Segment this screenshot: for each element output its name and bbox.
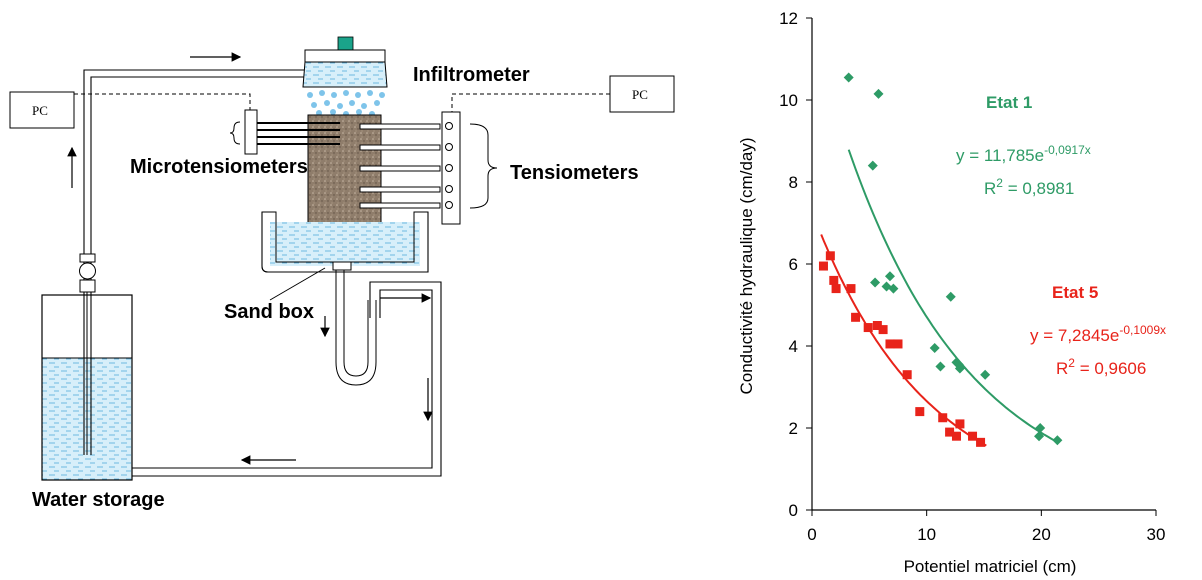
data-point-etat-5 bbox=[872, 321, 882, 330]
data-point-etat-5 bbox=[818, 261, 828, 271]
label-water-storage: Water storage bbox=[32, 489, 165, 511]
equation-etat5-main: y = 7,2845e bbox=[1030, 326, 1119, 345]
data-point-etat-5 bbox=[955, 419, 965, 429]
data-point-etat-1 bbox=[929, 343, 940, 354]
data-point-etat-1 bbox=[884, 271, 895, 282]
y-tick-label: 8 bbox=[789, 173, 798, 192]
data-point-etat-1 bbox=[888, 283, 899, 294]
x-tick-label: 20 bbox=[1032, 525, 1051, 544]
sand-box bbox=[261, 211, 429, 386]
supply-pipe bbox=[83, 69, 305, 455]
data-point-etat-1 bbox=[953, 359, 964, 370]
data-point-etat-1 bbox=[1034, 431, 1045, 442]
data-point-etat-5 bbox=[863, 323, 873, 333]
y-axis-title: Conductivité hydraulique (cm/day) bbox=[737, 137, 756, 394]
data-point-etat-5 bbox=[938, 413, 948, 423]
equation-etat5-exp: -0,1009x bbox=[1119, 323, 1166, 337]
chart-axes: 0 2 4 6 8 10 12 0 10 20 30 bbox=[779, 9, 1165, 544]
experimental-setup-diagram: PC PC Infiltrometer Microtensiometers Te… bbox=[9, 36, 675, 511]
data-point-etat-5 bbox=[915, 407, 925, 417]
r2-etat1-main: R bbox=[984, 179, 996, 198]
data-point-etat-1 bbox=[1052, 435, 1063, 446]
equation-etat1: y = 11,785e-0,0917x bbox=[956, 143, 1091, 165]
data-point-etat-1 bbox=[867, 160, 878, 171]
tensiometer-probes bbox=[359, 111, 498, 225]
data-point-etat-5 bbox=[951, 431, 961, 441]
y-tick-label: 2 bbox=[789, 419, 798, 438]
series-label-etat5: Etat 5 bbox=[1052, 283, 1098, 302]
fit-curve-series-1 bbox=[847, 149, 1059, 444]
r2-etat1-sup: 2 bbox=[996, 176, 1003, 190]
r2-etat5: R2 = 0,9606 bbox=[1056, 356, 1146, 378]
pc-left-label: PC bbox=[32, 103, 48, 118]
data-point-etat-1 bbox=[1035, 423, 1046, 433]
flow-arrows bbox=[67, 52, 433, 465]
y-tick-label: 4 bbox=[789, 337, 798, 356]
data-point-etat-1 bbox=[954, 363, 965, 374]
data-point-etat-5 bbox=[902, 370, 912, 380]
r2-etat1-value: = 0,8981 bbox=[1003, 179, 1074, 198]
x-axis-title: Potentiel matriciel (cm) bbox=[904, 557, 1077, 576]
data-point-etat-1 bbox=[873, 88, 884, 99]
conductivity-chart: 0 2 4 6 8 10 12 0 10 20 30 Potentiel matriciel (cm… bbox=[737, 9, 1166, 576]
pc-right-label: PC bbox=[632, 87, 648, 102]
x-tick-label: 30 bbox=[1147, 525, 1166, 544]
fit-curve-series-2 bbox=[820, 234, 987, 447]
r2-etat1: R2 = 0,8981 bbox=[984, 176, 1074, 198]
y-tick-label: 6 bbox=[789, 255, 798, 274]
label-microtensiometers: Microtensiometers bbox=[130, 156, 308, 178]
data-point-etat-1 bbox=[935, 361, 946, 372]
data-point-etat-5 bbox=[831, 284, 841, 294]
y-tick-label: 12 bbox=[779, 9, 798, 28]
equation-etat1-main: y = 11,785e bbox=[956, 146, 1044, 165]
pc-right-box: PC bbox=[609, 75, 675, 113]
label-sand-box: Sand box bbox=[224, 301, 314, 323]
data-point-etat-5 bbox=[829, 275, 839, 285]
y-tick-label: 10 bbox=[779, 91, 798, 110]
data-point-etat-5 bbox=[851, 312, 861, 322]
x-tick-label: 10 bbox=[917, 525, 936, 544]
data-point-etat-5 bbox=[945, 427, 955, 437]
microtensiometer-probes bbox=[229, 109, 340, 155]
data-point-etat-5 bbox=[893, 339, 903, 349]
data-point-etat-5 bbox=[846, 284, 856, 294]
data-point-etat-5 bbox=[968, 431, 978, 441]
sand-box-pointer bbox=[269, 267, 326, 301]
r2-etat5-value: = 0,9606 bbox=[1075, 359, 1146, 378]
data-point-etat-1 bbox=[870, 277, 881, 288]
return-pipe bbox=[132, 281, 442, 477]
valve-icon bbox=[79, 253, 96, 293]
data-point-etat-5 bbox=[885, 339, 895, 349]
equation-etat1-exp: -0,0917x bbox=[1044, 143, 1091, 157]
data-points bbox=[818, 72, 1063, 447]
series-label-etat1: Etat 1 bbox=[986, 93, 1032, 112]
label-infiltrometer: Infiltrometer bbox=[413, 64, 530, 86]
data-point-etat-5 bbox=[825, 251, 835, 261]
data-point-etat-1 bbox=[945, 291, 956, 302]
data-point-etat-5 bbox=[976, 437, 986, 447]
data-cables bbox=[74, 93, 610, 112]
data-point-etat-5 bbox=[878, 325, 888, 335]
y-tick-label: 0 bbox=[789, 501, 798, 520]
infiltrometer bbox=[302, 36, 388, 117]
pc-left-box: PC bbox=[9, 91, 75, 129]
data-point-etat-1 bbox=[843, 72, 854, 83]
data-point-etat-1 bbox=[980, 369, 991, 380]
r2-etat5-main: R bbox=[1056, 359, 1068, 378]
label-tensiometers: Tensiometers bbox=[510, 162, 639, 184]
equation-etat5: y = 7,2845e-0,1009x bbox=[1030, 323, 1166, 345]
r2-etat5-sup: 2 bbox=[1068, 356, 1075, 370]
x-tick-label: 0 bbox=[807, 525, 816, 544]
